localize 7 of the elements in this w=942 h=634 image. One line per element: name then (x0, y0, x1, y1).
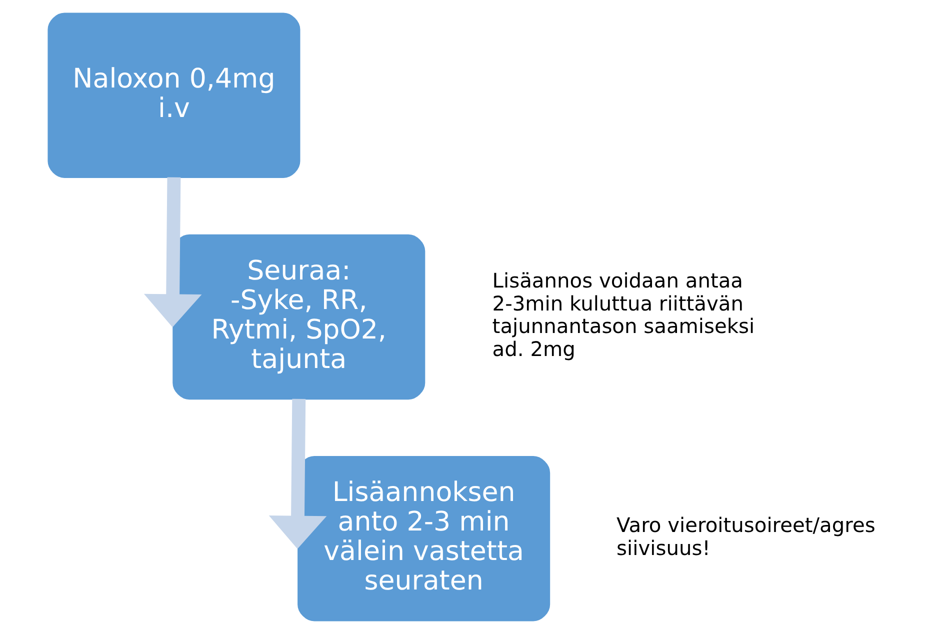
node-box: Naloxon 0,4mg i.v (47, 12, 300, 178)
node-box: Seuraa: -Syke, RR, Rytmi, SpO2, tajunta (172, 234, 425, 400)
arrow (268, 398, 326, 549)
arrow (143, 177, 202, 328)
node-label: Varo vieroitusoireet/agressiivisuus! (616, 512, 875, 560)
node-label: Lisäannos voidaan antaa 2-3min kuluttua riittävän tajunnantason saamiseksi ad. 2mg (492, 268, 754, 361)
node-box: Lisäannoksen anto 2-3 min välein vastetta seuraten (297, 456, 550, 622)
